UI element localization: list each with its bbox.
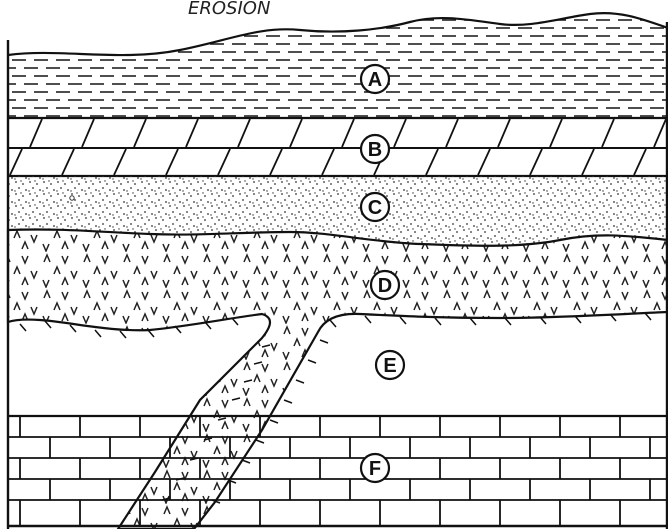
label-f-text: F bbox=[369, 458, 381, 480]
erosion-caption: EROSION bbox=[188, 0, 270, 19]
label-d-text: D bbox=[378, 275, 392, 297]
layer-a bbox=[8, 13, 668, 118]
label-a-text: A bbox=[368, 69, 382, 91]
label-b-text: B bbox=[368, 139, 382, 161]
layer-d bbox=[8, 229, 668, 529]
layer-b bbox=[8, 119, 668, 176]
label-e-text: E bbox=[383, 355, 396, 377]
layer-f bbox=[8, 416, 668, 526]
label-a: A bbox=[361, 65, 389, 93]
label-d: D bbox=[371, 271, 399, 299]
label-b: B bbox=[361, 135, 389, 163]
label-c: C bbox=[361, 193, 389, 221]
label-f: F bbox=[361, 454, 389, 482]
label-e: E bbox=[376, 351, 404, 379]
label-c-text: C bbox=[368, 197, 382, 219]
